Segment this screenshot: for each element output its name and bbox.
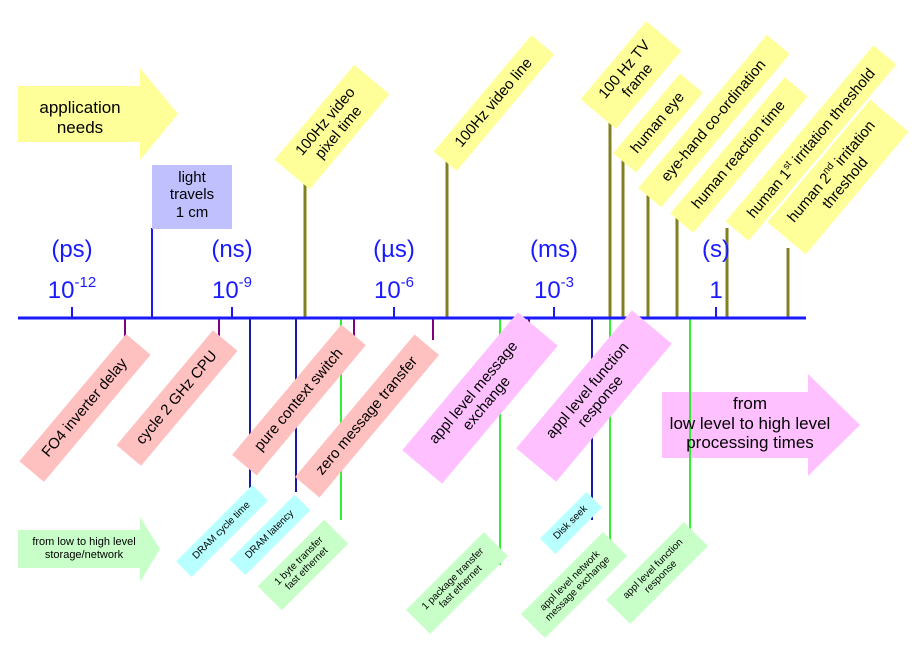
exp-us-base: 10 [373,277,401,304]
light-travels-box: light travels 1 cm [152,165,232,229]
unit-s: (s) [702,236,730,263]
application-need-lines [303,120,790,318]
storage-network-arrow [18,517,160,582]
exp-ps-power: -12 [74,274,97,291]
storage-line2: storage/network [44,548,124,561]
unit-ps: (ps) [51,236,93,263]
exp-ps-base: 10 [47,277,75,304]
storage-line1: from low to high level [32,536,136,548]
exp-ms-power: -3 [560,274,575,291]
exp-us: 10-6 [344,274,444,305]
exp-ps: 10-12 [22,274,122,305]
processing-times-text: from low level to high level processing … [662,394,838,453]
unit-ns: (ns) [211,236,253,263]
processing-ticks [124,318,637,340]
processing-line2: low level to high level [669,413,831,433]
decade-ticks [71,307,717,318]
exp-s: 1 [666,274,766,305]
application-needs-line1: application [39,98,121,117]
unit-ms: (ms) [530,236,578,263]
processing-line3: processing times [686,433,814,453]
exp-ns-base: 10 [211,277,239,304]
exp-ms: 10-3 [504,274,604,305]
storage-network-text: from low to high level storage/network [18,536,150,561]
light-line1: light [178,169,206,186]
unit-us: (µs) [373,236,415,263]
exp-ms-base: 10 [533,277,561,304]
processing-times-arrow [662,374,860,476]
application-needs-text: application needs [20,98,140,137]
application-needs-arrow [18,68,178,160]
application-needs-line2: needs [56,117,104,137]
exp-s-base: 1 [709,277,723,304]
exp-ns: 10-9 [182,274,282,305]
light-line2: travels [169,186,215,204]
processing-line1: from [733,394,767,413]
light-line3: 1 cm [175,203,209,221]
exp-ns-power: -9 [238,274,253,291]
exp-us-power: -6 [400,274,415,291]
